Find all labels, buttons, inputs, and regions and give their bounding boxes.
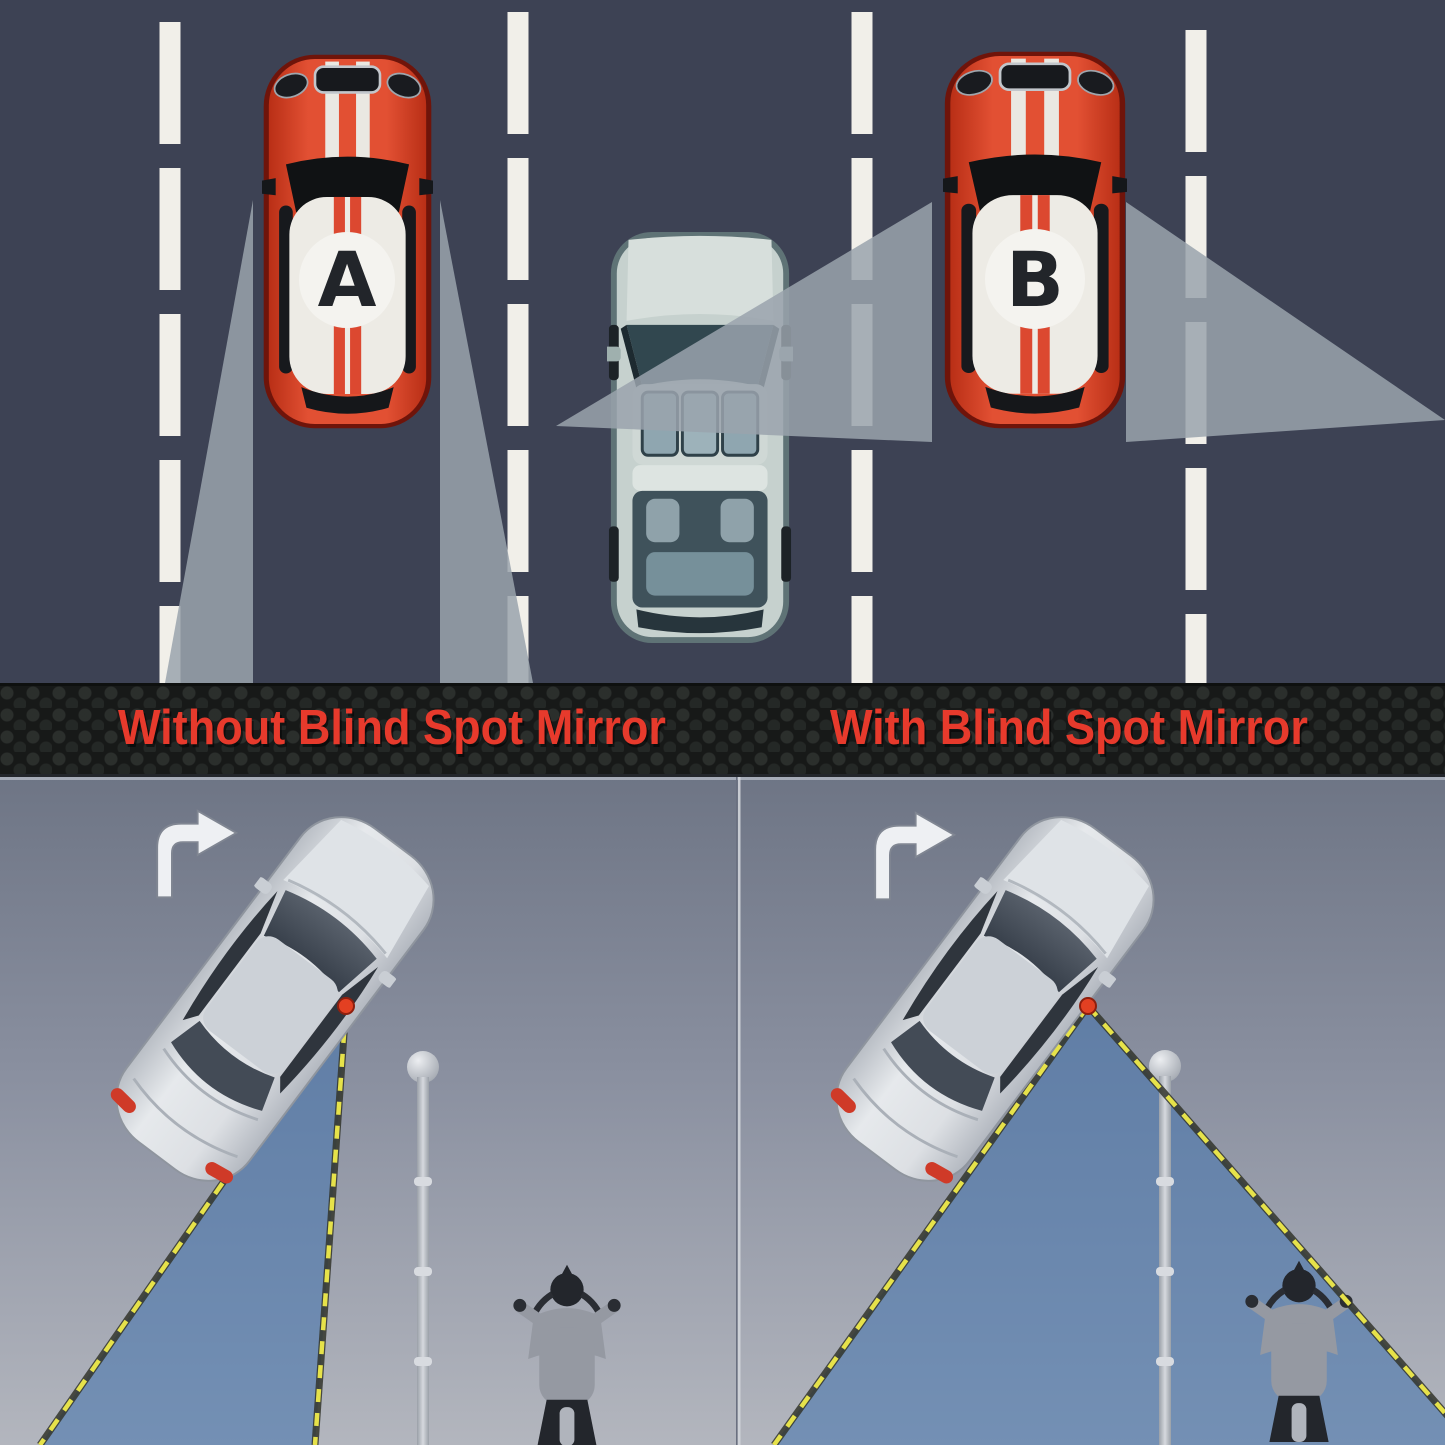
- blind-spot-mirror-marker: [337, 997, 355, 1015]
- mirror-view-cones: [165, 200, 1445, 683]
- section-seam: [0, 777, 1445, 780]
- without-mirror-label: Without Blind Spot Mirror: [118, 700, 666, 755]
- car-b: B: [943, 50, 1127, 430]
- roadside-pole: [407, 1051, 439, 1445]
- car-b-left-mirror-cone: [556, 202, 932, 442]
- comparison-banner: Without Blind Spot Mirror With Blind Spo…: [0, 683, 1445, 777]
- with-mirror-label: With Blind Spot Mirror: [830, 700, 1308, 755]
- panel-divider-highlight: [738, 777, 741, 1445]
- roadside-pole: [1149, 1050, 1181, 1445]
- car-a-label: A: [318, 235, 377, 324]
- car-b-right-mirror-cone: [1126, 202, 1445, 442]
- car-b-label: B: [1006, 235, 1064, 324]
- car-b-badge: [985, 229, 1085, 329]
- car-a: A: [262, 53, 433, 430]
- panel-divider: [736, 777, 738, 1445]
- car-a-right-mirror-cone: [440, 200, 533, 683]
- car-a-badge: [299, 232, 395, 328]
- blind-spot-mirror-marker: [1079, 997, 1097, 1015]
- car-a-left-mirror-cone: [165, 200, 253, 683]
- blind-spot-comparison-scene: [0, 777, 1445, 1445]
- middle-suv-car: [607, 230, 793, 645]
- road-scene: A B: [0, 0, 1445, 683]
